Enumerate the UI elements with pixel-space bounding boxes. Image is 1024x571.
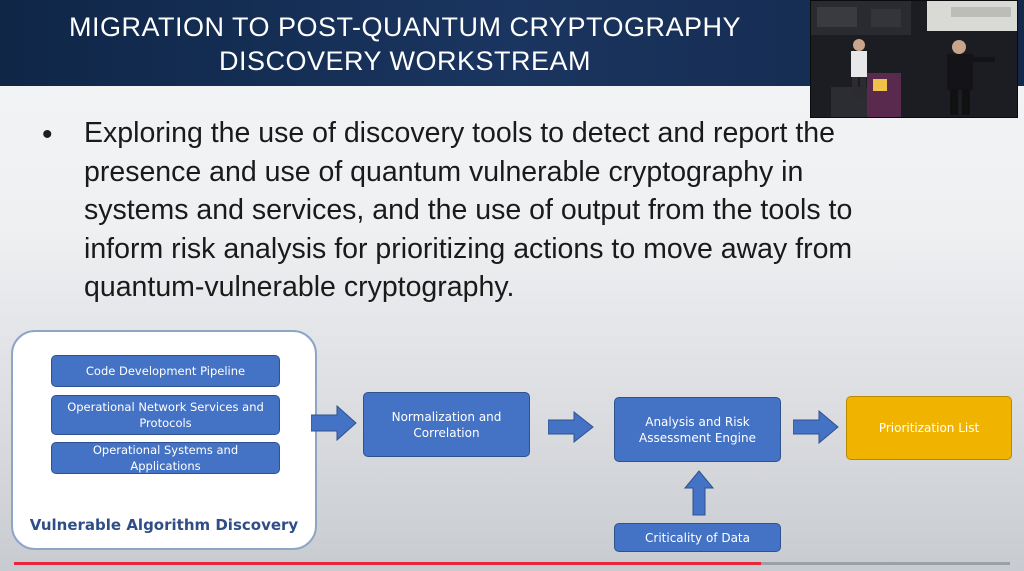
box-label: Operational Network Services and Protoco… — [67, 400, 264, 430]
box-label: Operational Systems and Applications — [92, 443, 239, 473]
box-label: Normalization and Correlation — [391, 409, 502, 440]
slide-title-line-1: MIGRATION TO POST-QUANTUM CRYPTOGRAPHY — [68, 12, 742, 42]
box-label: Analysis and Risk Assessment Engine — [639, 414, 756, 445]
bullet-paragraph: Exploring the use of discovery tools to … — [84, 114, 984, 307]
bullet-line: quantum-vulnerable cryptography. — [84, 271, 515, 303]
bullet-line: systems and services, and the use of out… — [84, 194, 853, 226]
bullet-marker: • — [42, 118, 53, 151]
arrow-right-icon — [793, 410, 839, 444]
operational-network-services-box: Operational Network Services and Protoco… — [51, 395, 280, 435]
operational-systems-applications-box: Operational Systems and Applications — [51, 442, 280, 474]
video-progress-bar[interactable] — [14, 562, 1010, 565]
vulnerable-algorithm-discovery-group: Code Development Pipeline Operational Ne… — [11, 330, 317, 550]
speaker-video-inset — [810, 0, 1018, 118]
box-label: Prioritization List — [878, 421, 980, 435]
arrow-right-icon — [311, 405, 357, 441]
criticality-of-data-box: Criticality of Data — [614, 523, 781, 552]
bullet-line: Exploring the use of discovery tools to … — [84, 117, 835, 149]
analysis-risk-engine-box: Analysis and Risk Assessment Engine — [614, 397, 781, 462]
group-label: Vulnerable Algorithm Discovery — [29, 516, 299, 534]
video-progress-fill — [14, 562, 761, 565]
arrow-right-icon — [548, 411, 594, 443]
slide-title-line-2: DISCOVERY WORKSTREAM — [218, 46, 592, 76]
prioritization-list-box: Prioritization List — [846, 396, 1012, 460]
arrow-up-icon — [684, 470, 714, 516]
normalization-correlation-box: Normalization and Correlation — [363, 392, 530, 457]
box-label: Criticality of Data — [645, 530, 750, 545]
code-development-pipeline-box: Code Development Pipeline — [51, 355, 280, 387]
speaker-video-scene — [811, 1, 1017, 117]
box-label: Code Development Pipeline — [85, 364, 246, 378]
bullet-line: inform risk analysis for prioritizing ac… — [84, 232, 853, 265]
bullet-line: presence and use of quantum vulnerable c… — [84, 155, 804, 188]
